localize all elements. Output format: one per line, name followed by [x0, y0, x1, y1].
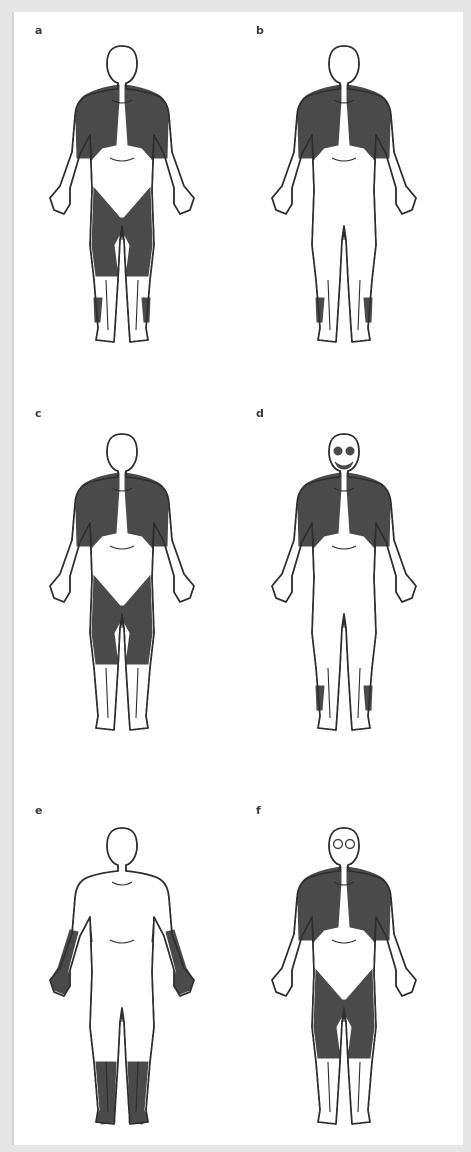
body-outline [272, 46, 416, 342]
body-outline [50, 828, 194, 1124]
affected-thighs [92, 245, 152, 276]
body-figure-a [2, 40, 242, 370]
body-outline [50, 46, 194, 342]
body-outline [50, 434, 194, 730]
panel-label-a: a [35, 24, 42, 37]
affected-thighs [92, 633, 152, 664]
body-figure-c [2, 428, 242, 758]
affected-lower-legs [96, 1062, 148, 1110]
affected-feet [96, 1110, 148, 1124]
body-figure-d [224, 428, 464, 758]
body-figure-b [224, 40, 464, 370]
panel-label-e: e [35, 804, 42, 817]
body-outline [272, 434, 416, 730]
body-figure-e [2, 822, 242, 1152]
panel-label-b: b [256, 24, 264, 37]
affected-thighs [314, 1027, 374, 1058]
body-figure-f [224, 822, 464, 1152]
panel-label-c: c [35, 407, 42, 420]
body-outline [272, 828, 416, 1124]
panel-label-f: f [256, 804, 261, 817]
figure-panel: a b c d e f [12, 12, 463, 1145]
panel-label-d: d [256, 407, 264, 420]
